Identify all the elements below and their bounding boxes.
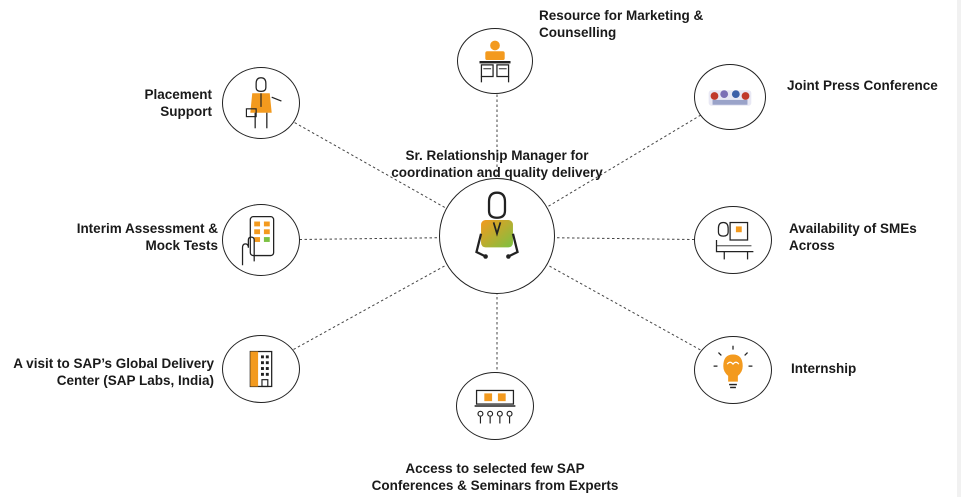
node-interim	[222, 204, 300, 276]
label-resource-marketing: Resource for Marketing & Counselling	[539, 7, 759, 41]
label-visit-sap-line2: Center (SAP Labs, India)	[56, 373, 214, 388]
center-label-line2: coordination and quality delivery	[391, 165, 603, 180]
node-resource-marketing	[457, 28, 533, 94]
label-visit-sap: A visit to SAP’s Global Delivery Center …	[2, 355, 214, 389]
label-placement-line2: Support	[160, 104, 212, 119]
press-conference-icon	[708, 90, 752, 106]
node-smes	[694, 206, 772, 274]
label-joint-press: Joint Press Conference	[787, 77, 957, 94]
expert-desk-icon	[715, 221, 754, 260]
center-node	[439, 178, 555, 294]
label-internship-line1: Internship	[791, 361, 857, 376]
node-conferences	[456, 372, 534, 440]
label-smes-line2: Across	[789, 238, 835, 253]
businessman-icon	[245, 77, 282, 129]
label-conferences: Access to selected few SAP Conferences &…	[345, 460, 645, 494]
label-placement-line1: Placement	[144, 87, 212, 102]
node-visit-sap	[222, 335, 300, 403]
label-visit-sap-line1: A visit to SAP’s Global Delivery	[13, 356, 214, 371]
node-joint-press	[694, 64, 766, 130]
label-interim-line1: Interim Assessment &	[76, 221, 218, 236]
label-resource-marketing-line2: Counselling	[539, 25, 617, 40]
label-joint-press-line1: Joint Press Conference	[787, 78, 938, 93]
label-placement: Placement Support	[96, 86, 212, 120]
label-interim: Interim Assessment & Mock Tests	[12, 220, 218, 254]
office-building-icon	[249, 350, 273, 388]
presenter-desk-icon	[479, 40, 511, 83]
center-label: Sr. Relationship Manager for coordinatio…	[372, 147, 622, 181]
right-edge-strip	[957, 0, 961, 497]
label-interim-line2: Mock Tests	[145, 238, 218, 253]
label-smes-line1: Availability of SMEs	[789, 221, 917, 236]
node-internship	[694, 336, 772, 404]
connector-smes	[496, 236, 734, 241]
label-resource-marketing-line1: Resource for Marketing &	[539, 8, 704, 23]
label-conferences-line1: Access to selected few SAP	[405, 461, 585, 476]
lightbulb-brain-icon	[713, 345, 753, 389]
label-smes: Availability of SMEs Across	[789, 220, 949, 254]
label-conferences-line2: Conferences & Seminars from Experts	[371, 478, 619, 493]
label-internship: Internship	[791, 360, 911, 377]
node-placement	[222, 67, 300, 139]
seminar-audience-icon	[474, 389, 516, 424]
tablet-test-icon	[241, 216, 275, 266]
center-label-line1: Sr. Relationship Manager for	[405, 148, 589, 163]
manager-person-icon	[475, 191, 519, 259]
